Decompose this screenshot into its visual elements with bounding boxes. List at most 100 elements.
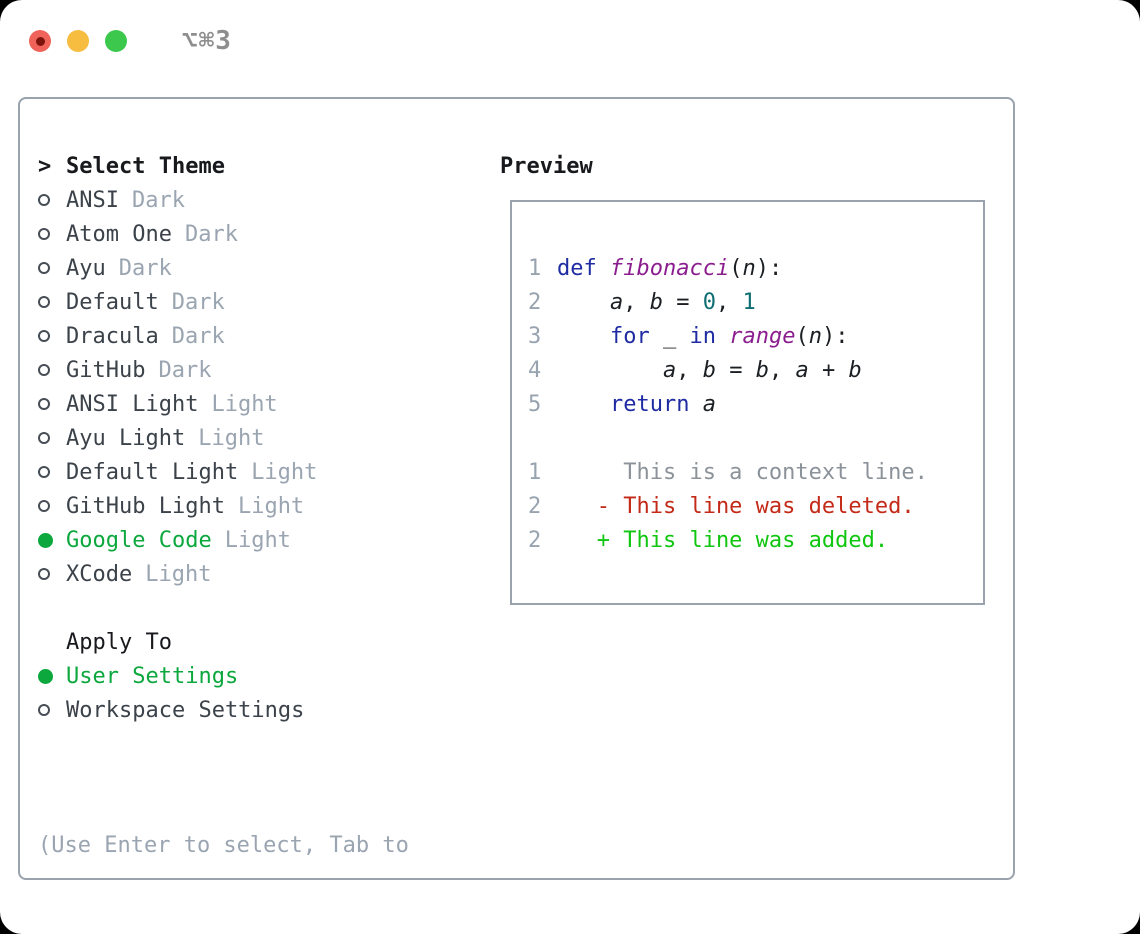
theme-option-ansi[interactable]: ANSI Dark bbox=[38, 183, 409, 217]
minimize-button[interactable] bbox=[67, 30, 89, 52]
theme-option-label: Ayu Light bbox=[66, 425, 186, 451]
line-number: 2 bbox=[528, 493, 542, 519]
code-line-content: return a bbox=[609, 391, 716, 417]
radio-unselected-icon bbox=[38, 500, 50, 512]
line-number: 3 bbox=[528, 323, 542, 349]
radio-unselected-icon bbox=[38, 262, 50, 274]
radio-unselected-icon bbox=[38, 704, 50, 716]
theme-option-ansi-light[interactable]: ANSI Light Light bbox=[38, 387, 409, 421]
line-number: 1 bbox=[528, 255, 542, 281]
code-line: 1 This is a context line. bbox=[528, 455, 983, 489]
theme-option-label: GitHub bbox=[66, 357, 146, 383]
spacer bbox=[38, 591, 409, 625]
code-line: 2 a, b = 0, 1 bbox=[528, 285, 983, 319]
line-number: 2 bbox=[528, 289, 542, 315]
code-line: 2 + This line was added. bbox=[528, 523, 983, 557]
theme-option-dracula[interactable]: Dracula Dark bbox=[38, 319, 409, 353]
line-number: 5 bbox=[528, 391, 542, 417]
code-line-content: + This line was added. bbox=[557, 527, 889, 553]
theme-option-label: XCode bbox=[66, 561, 133, 587]
theme-option-label: Default bbox=[66, 289, 159, 315]
code-line-content: for _ in range(n): bbox=[609, 323, 849, 349]
theme-option-default-light[interactable]: Default Light Light bbox=[38, 455, 409, 489]
radio-selected-icon bbox=[38, 668, 53, 684]
close-button[interactable] bbox=[29, 30, 51, 52]
radio-unselected-icon bbox=[38, 568, 50, 580]
theme-option-label: Ayu bbox=[66, 255, 106, 281]
radio-unselected-icon bbox=[38, 194, 50, 206]
select-theme-header-label: Select Theme bbox=[66, 153, 225, 179]
theme-option-label: ANSI Light bbox=[66, 391, 199, 417]
code-line-content: a, b = 0, 1 bbox=[609, 289, 756, 315]
radio-unselected-icon bbox=[38, 330, 50, 342]
theme-option-label: Atom One bbox=[66, 221, 172, 247]
theme-variant-label: Light bbox=[237, 493, 305, 519]
theme-option-atom-one[interactable]: Atom One Dark bbox=[38, 217, 409, 251]
code-line: 3 for _ in range(n): bbox=[528, 319, 983, 353]
keyboard-hint: (Use Enter to select, Tab to change focu… bbox=[38, 761, 409, 934]
close-button-dot-icon bbox=[35, 36, 45, 46]
theme-variant-label: Dark bbox=[171, 323, 225, 349]
theme-option-github[interactable]: GitHub Dark bbox=[38, 353, 409, 387]
preview-header-label: Preview bbox=[500, 153, 593, 179]
apply-option-workspace-settings[interactable]: Workspace Settings bbox=[38, 693, 409, 727]
keyboard-hint-line-1: (Use Enter to select, Tab to bbox=[38, 833, 409, 858]
apply-option-user-settings[interactable]: User Settings bbox=[38, 659, 409, 693]
theme-option-default[interactable]: Default Dark bbox=[38, 285, 409, 319]
code-line-content: def fibonacci(n): bbox=[557, 255, 783, 281]
theme-variant-label: Dark bbox=[184, 221, 238, 247]
radio-unselected-icon bbox=[38, 432, 50, 444]
code-line: 1 def fibonacci(n): bbox=[528, 251, 983, 285]
theme-variant-label: Dark bbox=[131, 187, 185, 213]
radio-unselected-icon bbox=[38, 364, 50, 376]
maximize-button[interactable] bbox=[105, 30, 127, 52]
line-number: 1 bbox=[528, 459, 542, 485]
line-number: 4 bbox=[528, 357, 542, 383]
theme-option-label: ANSI bbox=[66, 187, 119, 213]
code-line-content: - This line was deleted. bbox=[557, 493, 915, 519]
radio-unselected-icon bbox=[38, 398, 50, 410]
selection-caret-icon: > bbox=[38, 153, 52, 179]
theme-option-label: GitHub Light bbox=[66, 493, 225, 519]
theme-variant-label: Dark bbox=[118, 255, 172, 281]
line-number: 2 bbox=[528, 527, 542, 553]
preview-header: Preview bbox=[500, 149, 593, 183]
theme-variant-label: Dark bbox=[171, 289, 225, 315]
apply-to-header-label: Apply To bbox=[66, 629, 172, 655]
theme-variant-label: Light bbox=[251, 459, 318, 485]
theme-variant-label: Dark bbox=[158, 357, 212, 383]
radio-unselected-icon bbox=[38, 296, 50, 308]
theme-variant-label: Light bbox=[211, 391, 278, 417]
select-theme-header: > Select Theme bbox=[38, 149, 409, 183]
theme-option-ayu[interactable]: Ayu Dark bbox=[38, 251, 409, 285]
theme-option-label: Dracula bbox=[66, 323, 159, 349]
code-line: 5 return a bbox=[528, 387, 983, 421]
code-line-content: This is a context line. bbox=[557, 459, 928, 485]
spacer bbox=[38, 727, 409, 761]
code-line-content: a, b = b, a + b bbox=[662, 357, 862, 383]
theme-variant-label: Light bbox=[224, 527, 291, 553]
theme-option-ayu-light[interactable]: Ayu Light Light bbox=[38, 421, 409, 455]
apply-option-label: User Settings bbox=[66, 663, 239, 689]
code-line: 4 a, b = b, a + b bbox=[528, 353, 983, 387]
theme-option-label: Default Light bbox=[66, 459, 239, 485]
theme-option-github-light[interactable]: GitHub Light Light bbox=[38, 489, 409, 523]
theme-variant-label: Light bbox=[145, 561, 212, 587]
apply-to-header: Apply To bbox=[38, 625, 409, 659]
theme-variant-label: Light bbox=[198, 425, 265, 451]
apply-option-label: Workspace Settings bbox=[66, 697, 305, 723]
code-line: 2 - This line was deleted. bbox=[528, 489, 983, 523]
radio-unselected-icon bbox=[38, 466, 50, 478]
code-line bbox=[528, 421, 983, 455]
titlebar: ⌥⌘3 bbox=[29, 26, 232, 56]
radio-unselected-icon bbox=[38, 228, 50, 240]
theme-option-xcode[interactable]: XCode Light bbox=[38, 557, 409, 591]
